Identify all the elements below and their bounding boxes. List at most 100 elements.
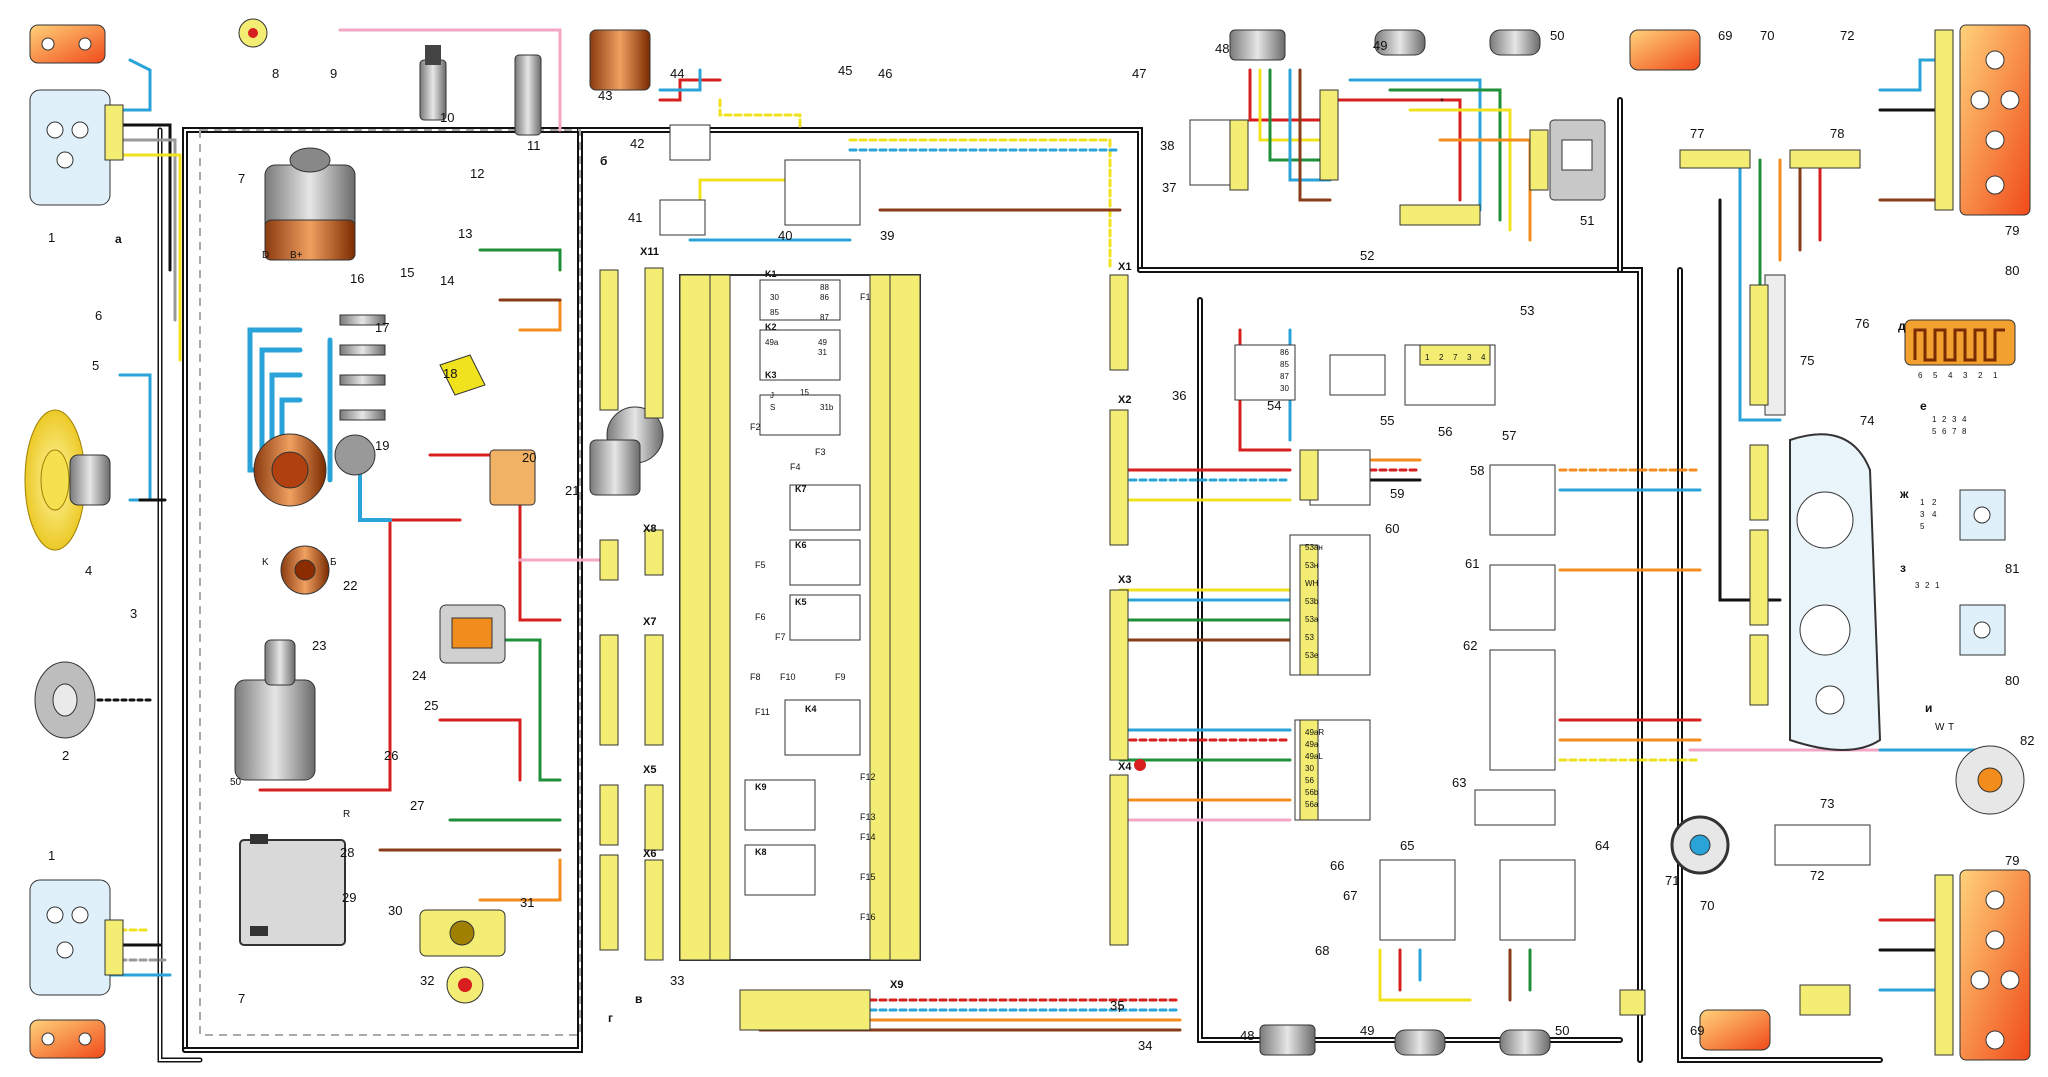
relay-k4: K4 [805,704,817,714]
component-label-6: 6 [95,308,102,323]
connector-key-e: е [1920,399,1927,413]
rear-window-heater [1904,319,2016,366]
door-lock-49-bottom [1394,1029,1446,1056]
plate-lamp-bottom [1699,1009,1771,1051]
relay-pin-p49: 49 [818,338,827,347]
relay-55 [1329,354,1386,396]
header-x11: X11 [640,246,659,258]
component-label-52: 52 [1360,248,1374,263]
light-switch-pin-2: 49aL [1305,752,1323,761]
component-label-10: 10 [440,110,454,125]
component-label-34: 34 [1138,1038,1152,1053]
instrument-cluster [1789,433,1882,751]
heater-switch [669,124,711,161]
component-label-57: 57 [1502,428,1516,443]
component-label-55: 55 [1380,413,1394,428]
headlight-left-bottom [29,879,111,1059]
connector-key-g: г [608,1011,613,1025]
component-label-16: 16 [350,271,364,286]
misc-w-label: W [1935,722,1945,733]
fuse-f16: F16 [860,912,876,922]
component-label-70-2: 70 [1700,898,1714,913]
relay-pin-p87: 87 [820,313,829,322]
connector-zh-pin-4: 5 [1920,522,1925,531]
component-label-40: 40 [778,228,792,243]
connector-z-pin-2: 1 [1935,581,1940,590]
battery [239,834,346,946]
relay-pin-p31: 31 [818,348,827,357]
heater-resistor [784,159,861,226]
relay-pin-p30: 30 [770,293,779,302]
component-label-15: 15 [400,265,414,280]
relay-k6: K6 [795,540,807,550]
fuse-f8: F8 [750,672,761,682]
ignition-pin-0: 1 [1425,353,1430,362]
washer-reservoir-lamp [238,18,268,48]
header-x7: X7 [643,616,656,628]
component-label-35: 35 [1110,998,1124,1013]
component-label-79-2: 79 [2005,853,2019,868]
relay54-pin-3: 30 [1280,384,1289,393]
component-label-22: 22 [343,578,357,593]
component-label-28: 28 [340,845,354,860]
engine-compartment-outline [199,129,581,1036]
pin-labels: 30858687884949a311531bSJ53aн53нWH53b53a5… [765,283,1998,809]
ignition-pin-2: 7 [1453,353,1458,362]
connector-key-z: з [1900,561,1906,575]
misc-r-sign: R [343,809,350,820]
connector-key-v: в [635,992,642,1006]
connector-e-pin-2: 3 [1952,415,1957,424]
misc-bplus-label: B+ [290,250,303,261]
component-label-9: 9 [330,66,337,81]
component-label-82: 82 [2020,733,2034,748]
component-label-17: 17 [375,320,389,335]
component-label-68: 68 [1315,943,1329,958]
heater-motor [589,29,651,91]
component-label-39: 39 [880,228,894,243]
fuse-f14: F14 [860,832,876,842]
ignition-pin-1: 2 [1439,353,1444,362]
connector-blocks [104,29,1954,1056]
door-lock-50-bottom [1499,1029,1551,1056]
relay-k9: K9 [755,782,767,792]
central-lock-control [1549,119,1606,201]
fuse-f5: F5 [755,560,766,570]
light-switch-pin-4: 56 [1305,776,1314,785]
misc-b-label: Б [330,557,337,568]
component-label-72: 72 [1840,28,1854,43]
heater-lamp [659,199,706,236]
component-label-50: 50 [1550,28,1564,43]
header-x8: X8 [643,523,656,535]
component-label-49-2: 49 [1360,1023,1374,1038]
component-label-58: 58 [1470,463,1484,478]
fuse-f13: F13 [860,812,876,822]
component-label-24: 24 [412,668,426,683]
connector-key-d: д [1898,319,1906,333]
lamp-81-top [1959,489,2006,541]
relay54-pin-0: 86 [1280,348,1289,357]
component-label-72-2: 72 [1810,868,1824,883]
ignition-lock [1404,344,1496,406]
component-label-8: 8 [272,66,279,81]
rear-lamp-top [1959,24,2031,216]
component-label-76: 76 [1855,316,1869,331]
component-label-53: 53 [1520,303,1534,318]
light-switch-pin-5: 56b [1305,788,1319,797]
component-label-36: 36 [1172,388,1186,403]
relay54-pin-1: 85 [1280,360,1289,369]
component-label-73: 73 [1820,796,1834,811]
component-label-77: 77 [1690,126,1704,141]
component-label-25: 25 [424,698,438,713]
header-x1: X1 [1118,261,1131,273]
lamp-81-bottom [1959,604,2006,656]
voltage-regulator [489,449,536,506]
door-lock-48-top [1229,29,1286,61]
generator [264,147,356,261]
fuse-f4: F4 [790,462,801,472]
connector-key-a: а [115,232,122,246]
